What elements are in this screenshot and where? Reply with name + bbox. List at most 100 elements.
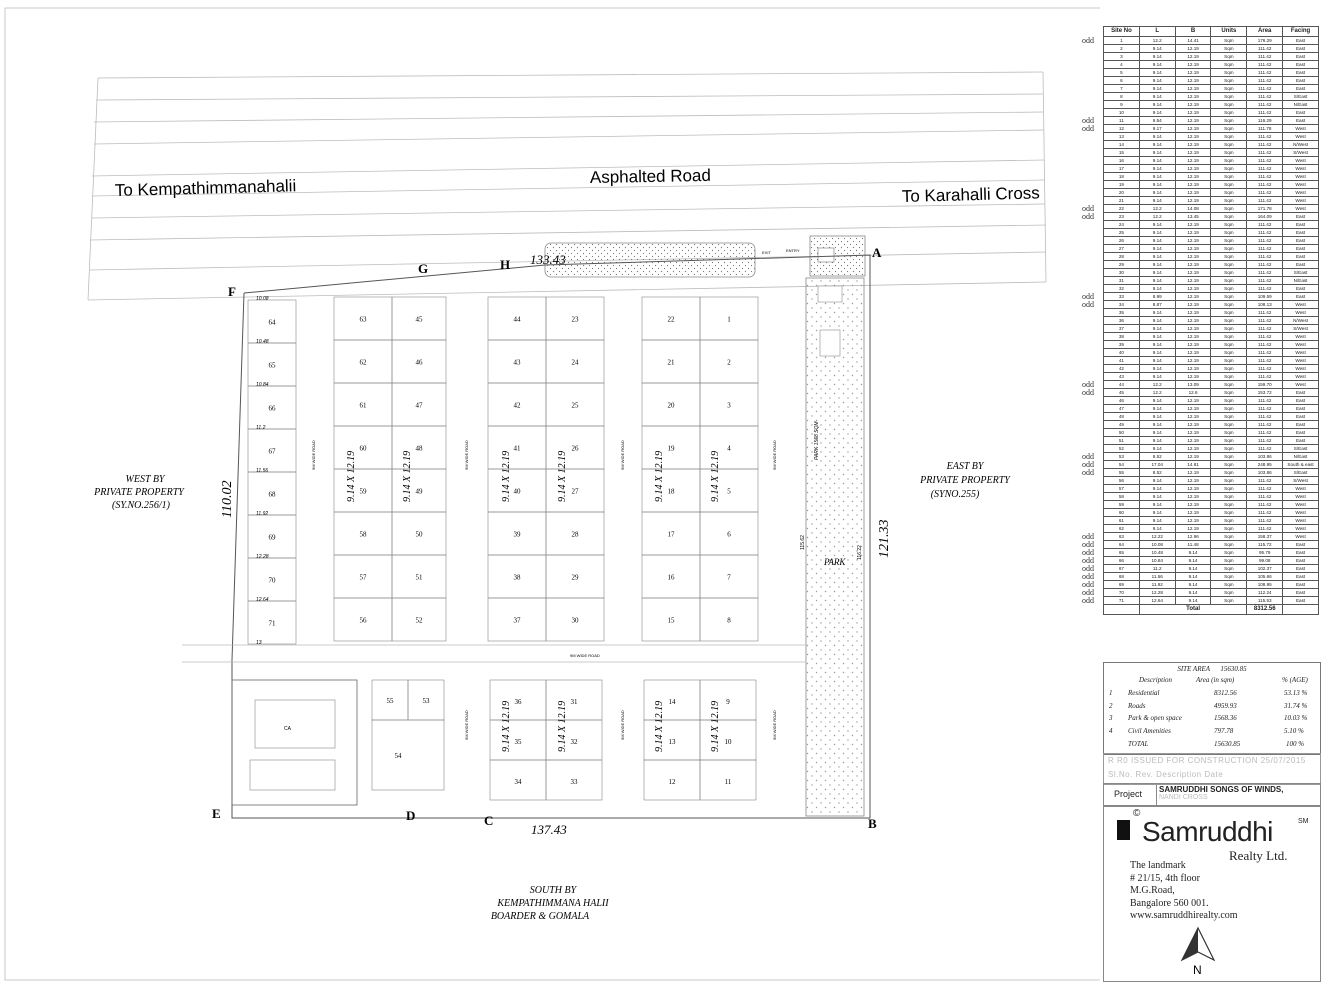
- table-cell: 111.42: [1246, 172, 1284, 181]
- svg-text:9M WIDE ROAD: 9M WIDE ROAD: [311, 440, 316, 470]
- table-cell: N/East: [1282, 452, 1319, 461]
- table-cell: 48: [1103, 412, 1140, 421]
- table-cell: 9.14: [1138, 196, 1176, 205]
- west-plot-widths: 10.0810.4810.8411.211.5611.9212.2812.641…: [256, 296, 269, 646]
- table-cell: 40: [1103, 348, 1140, 357]
- plot-number: 69: [269, 534, 277, 542]
- table-cell: Sqm: [1210, 132, 1248, 141]
- table-cell: Sqm: [1210, 444, 1248, 453]
- table-cell: 70: [1103, 588, 1140, 597]
- table-cell: 9.14: [1174, 548, 1212, 557]
- plot-number: 17: [668, 531, 676, 539]
- table-cell: 10.84: [1138, 556, 1176, 565]
- table-cell: Sqm: [1210, 172, 1248, 181]
- table-cell: West: [1282, 372, 1319, 381]
- table-cell: 55: [1103, 468, 1140, 477]
- company-address: The landmark # 21/15, 4th floor M.G.Road…: [1130, 860, 1238, 921]
- area-summary-cell: 4: [1109, 726, 1113, 735]
- site-area-value: 15630.85: [1220, 665, 1247, 673]
- plot-number: 50: [416, 531, 424, 539]
- area-summary-cell: 5.10 %: [1284, 726, 1304, 735]
- table-cell: 13: [1103, 132, 1140, 141]
- logo-mark: [1117, 820, 1130, 840]
- area-summary-cell: 2: [1109, 701, 1113, 710]
- plot-number: 37: [514, 617, 522, 625]
- table-cell: East: [1282, 116, 1319, 125]
- plot-number: 44: [514, 316, 522, 324]
- plot-number: 56: [360, 617, 368, 625]
- odd-marker: odd: [1082, 596, 1094, 605]
- table-cell: 111.42: [1246, 52, 1284, 61]
- table-cell: 9.14: [1138, 364, 1176, 373]
- col-area: Area: [1246, 26, 1284, 37]
- table-cell: 11.56: [1138, 572, 1176, 581]
- table-cell: Sqm: [1210, 228, 1248, 237]
- table-cell: East: [1282, 412, 1319, 421]
- table-cell: 12.19: [1174, 340, 1212, 349]
- svg-text:9.14 X 12.19: 9.14 X 12.19: [654, 701, 665, 752]
- table-cell: 111.42: [1246, 492, 1284, 501]
- table-cell: 12.19: [1174, 164, 1212, 173]
- table-cell: 12.19: [1174, 52, 1212, 61]
- area-summary-cell: Civil Amenities: [1128, 726, 1171, 735]
- plot-cell: [545, 597, 605, 642]
- plot-number: 12: [669, 778, 677, 786]
- plot-number: 59: [360, 488, 368, 496]
- plot-number: 30: [572, 617, 580, 625]
- table-cell: 60: [1103, 508, 1140, 517]
- plot-cell: [247, 600, 297, 645]
- table-cell: 111.42: [1246, 228, 1284, 237]
- table-cell: 19: [1103, 180, 1140, 189]
- table-cell: 69: [1103, 580, 1140, 589]
- table-cell: 9.14: [1138, 52, 1176, 61]
- revision-line-1: R R0 ISSUED FOR CONSTRUCTION 25/07/2015: [1108, 756, 1306, 765]
- table-cell: 16: [1103, 156, 1140, 165]
- park-structure-2: [819, 329, 841, 357]
- table-cell: 9.14: [1138, 484, 1176, 493]
- table-cell: 23: [1103, 212, 1140, 221]
- plot-number: 26: [572, 445, 580, 453]
- table-cell: 12.19: [1174, 500, 1212, 509]
- area-summary-cell: 53.13 %: [1284, 689, 1308, 697]
- area-summary-cell: 4959.93: [1214, 701, 1237, 710]
- table-cell: Sqm: [1210, 484, 1248, 493]
- plot-number: 6: [727, 531, 731, 539]
- area-summary-cell: 31.74 %: [1284, 701, 1308, 710]
- table-cell: 111.42: [1246, 476, 1284, 485]
- svg-text:9.14 X 12.19: 9.14 X 12.19: [710, 701, 721, 752]
- table-cell: 9.14: [1138, 308, 1176, 317]
- table-cell: 95.79: [1246, 548, 1284, 557]
- table-cell: 111.42: [1246, 196, 1284, 205]
- table-cell: 12.19: [1174, 252, 1212, 261]
- table-cell: West: [1282, 484, 1319, 493]
- table-cell: 12.19: [1174, 180, 1212, 189]
- plot-number: 36: [515, 698, 523, 706]
- table-cell: 12.19: [1174, 220, 1212, 229]
- plot-number: 41: [514, 445, 522, 453]
- plot-number: 68: [269, 491, 277, 499]
- table-cell: 9.14: [1174, 564, 1212, 573]
- table-cell: 12.19: [1174, 148, 1212, 157]
- table-cell: East: [1282, 212, 1319, 221]
- table-cell: 25: [1103, 228, 1140, 237]
- table-cell: 9.14: [1138, 428, 1176, 437]
- table-cell: 35: [1103, 308, 1140, 317]
- table-cell: N/East: [1282, 100, 1319, 109]
- odd-marker: odd: [1082, 564, 1094, 573]
- table-cell: East: [1282, 244, 1319, 253]
